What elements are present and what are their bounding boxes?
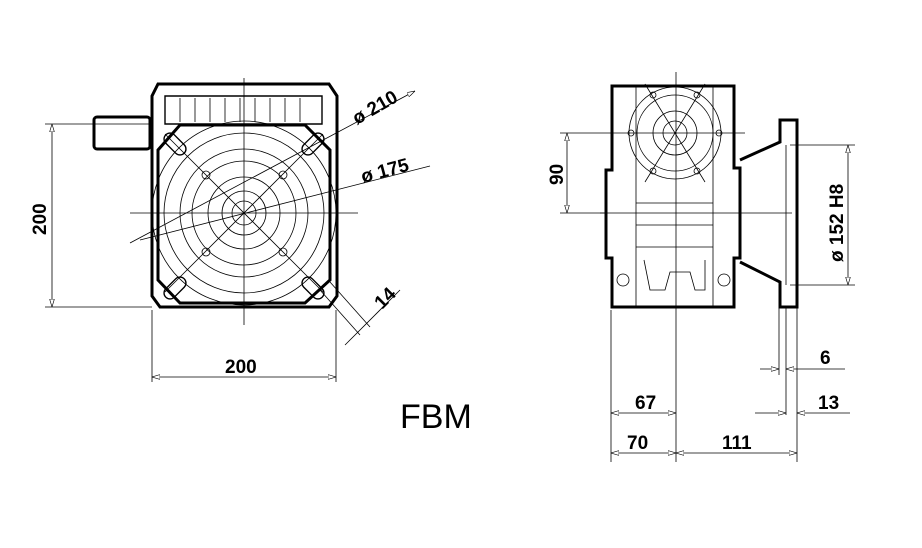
dim-flange-pitch-diameter-label: ø 175 — [359, 155, 412, 188]
model-label: FBM — [400, 398, 472, 436]
dim-spigot-depth-label: 6 — [820, 348, 831, 369]
dim-half-body-a-label: 67 — [635, 393, 656, 414]
dim-width-label: 200 — [225, 357, 257, 378]
side-view — [560, 72, 855, 462]
corner-slots — [163, 132, 325, 300]
dim-flange-outer-diameter-label: ø 210 — [349, 87, 402, 129]
dim-flange-distance-label: 111 — [722, 433, 752, 454]
dim-hole-size-label: 14 — [371, 283, 401, 313]
dim-shaft-offset-label: 90 — [547, 164, 568, 185]
dim-half-body-b-label: 70 — [627, 433, 648, 454]
dim-spigot-diameter-label: ø 152 H8 — [827, 184, 848, 262]
dim-height-label: 200 — [30, 203, 51, 235]
front-view — [45, 78, 431, 382]
dim-flange-thickness-label: 13 — [818, 393, 839, 414]
